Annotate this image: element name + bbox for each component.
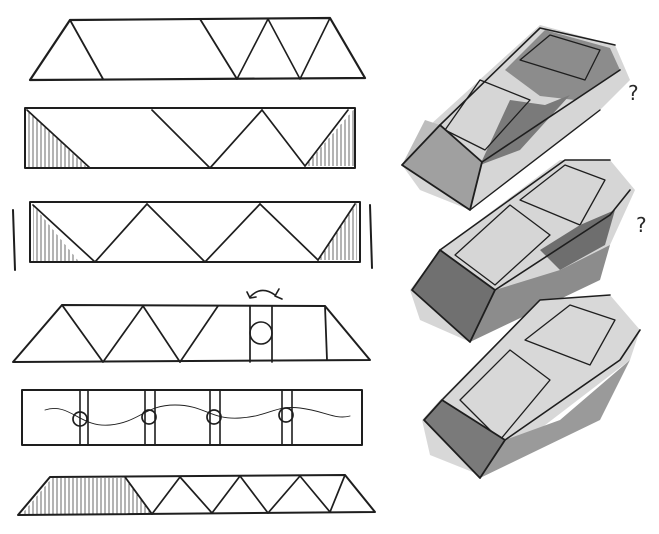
strip-4-hinged [12,288,371,363]
block-3 [422,294,641,479]
strip-1-trapezoid [28,16,367,82]
block-2: ? [410,159,647,343]
strip-2-rectangle-hatched [24,107,356,169]
question-mark-1: ? [628,81,639,105]
block-1: ? [401,25,639,211]
strip-5-segmented [21,389,363,446]
question-mark-2: ? [636,213,647,237]
strip-3-rectangle-bars [12,201,373,271]
strip-6-trapezoid-hatched [17,474,376,516]
